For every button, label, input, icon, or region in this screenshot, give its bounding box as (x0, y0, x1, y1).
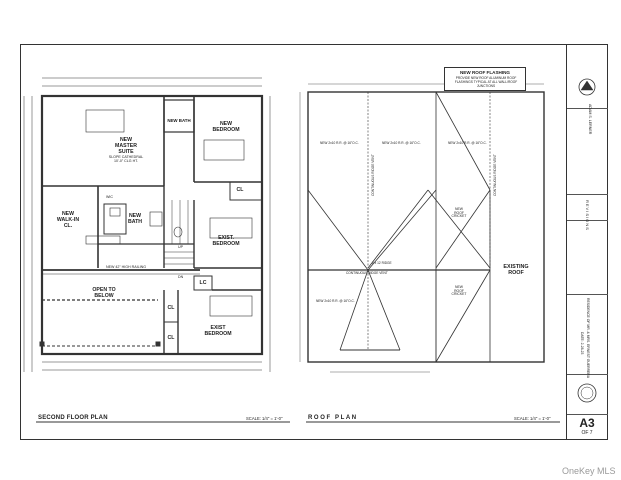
architect-logo-icon (578, 78, 596, 96)
sheet-of-total: OF 7 (581, 430, 593, 436)
stair-up-label: UP (178, 245, 183, 249)
roof-flashing-title: NEW ROOF FLASHING (459, 70, 511, 75)
second-floor-plan-scale: SCALE: 1/4" = 1'-0" (246, 416, 283, 421)
project-date: DATE: 2-28-23 (580, 332, 584, 355)
room-walk-in-closet: NEW WALK-IN CL. (56, 211, 80, 229)
project-name: RESIDENCE OF MR. & MRS. ERNEST GUERRERA (586, 298, 590, 379)
ridge-vent-label-2: CONTINUOUS RIDGE VENT (371, 154, 375, 196)
rafter-note-1: NEW 2x10 R.R. @ 16"O.C. (320, 141, 359, 145)
title-block (566, 44, 608, 440)
master-ceiling-note: SLOPE CATHEDRAL 10'-0" CLG HT. (108, 155, 144, 163)
closet-label-2: CL (167, 305, 175, 311)
seal-icon (577, 383, 597, 403)
roof-cricket-1: NEW ROOF CRICKET (451, 207, 467, 219)
roof-flashing-body: PROVIDE NEW ROOF ALUMINUM ROOF FLASHINGS… (454, 76, 518, 89)
second-floor-plan-title: SECOND FLOOR PLAN (38, 415, 108, 421)
room-master-suite: NEW MASTER SUITE (115, 137, 137, 155)
room-existing-bedroom-2: EXIST BEDROOM (204, 325, 232, 337)
ridge-vent-label-3: CONTINUOUS RIDGE VENT (493, 154, 497, 196)
ridge-beam-label: 2 x 12 RIDGE (372, 261, 392, 265)
sheet-number: A3 (579, 416, 595, 430)
room-new-bath-top: NEW BATH (167, 118, 191, 123)
sheet-number-box: A3 OF 7 (570, 414, 604, 440)
rafter-note-4: NEW 2x10 R.R. @ 16"O.C. (316, 299, 355, 303)
room-existing-bedroom-1: EXIST. BEDROOM (212, 235, 240, 247)
room-new-bedroom: NEW BEDROOM (212, 121, 240, 133)
linen-closet-label: LC (199, 280, 207, 286)
architect-name: ADAM S. LERNER (588, 104, 592, 135)
stair-down-label: DN (178, 275, 184, 279)
walk-in-label: WIC (106, 195, 113, 199)
watermark: OneKey MLS (562, 466, 616, 476)
rafter-note-3: NEW 2x10 R.R. @ 16"O.C. (448, 141, 487, 145)
floor-plan (23, 77, 271, 372)
roof-plan-scale: SCALE: 1/4" = 1'-0" (514, 416, 551, 421)
ridge-vent-label-1: CONTINUOUS RIDGE VENT (346, 271, 388, 275)
room-open-to-below: OPEN TO BELOW (92, 287, 116, 299)
existing-roof-label: EXISTING ROOF (503, 264, 529, 277)
roof-plan (299, 83, 545, 373)
roof-plan-title: ROOF PLAN (308, 415, 358, 421)
railing-note: NEW 42" HIGH RAILING (106, 265, 147, 269)
roof-cricket-2: NEW ROOF CRICKET (451, 285, 467, 297)
room-new-bath-mid: NEW BATH (127, 213, 143, 225)
revisions-label: REVISIONS (585, 200, 590, 231)
closet-label-3: CL (167, 335, 175, 341)
rafter-note-2: NEW 2x10 R.R. @ 16"O.C. (382, 141, 421, 145)
roof-flashing-note: NEW ROOF FLASHING PROVIDE NEW ROOF ALUMI… (444, 67, 526, 91)
closet-label-1: CL (236, 187, 244, 193)
